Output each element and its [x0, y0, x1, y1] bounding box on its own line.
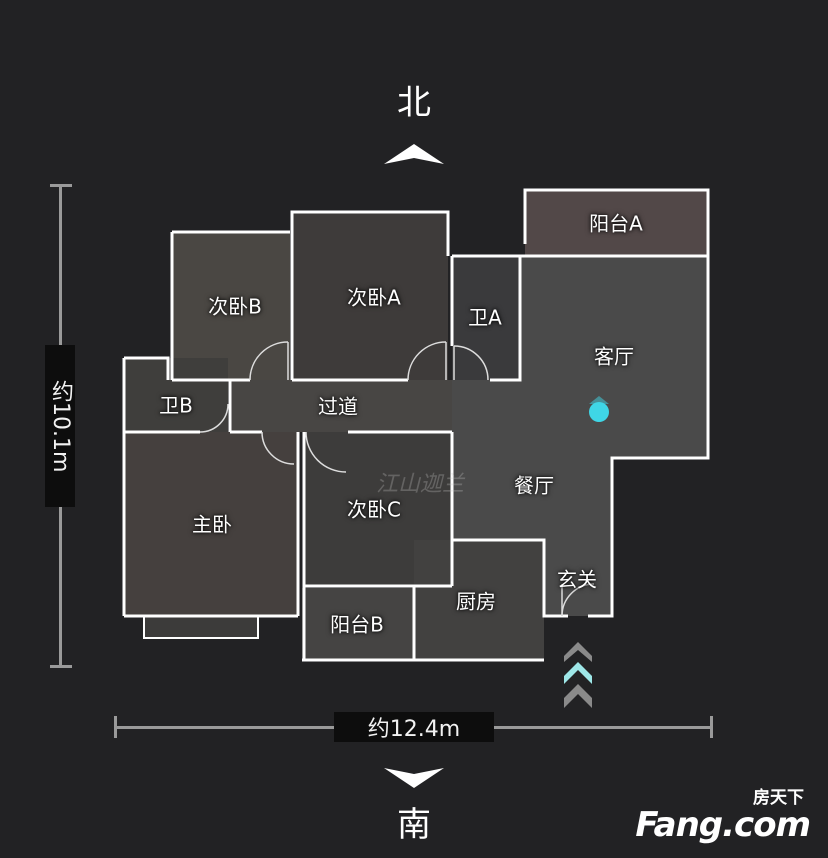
south-arrow-icon [384, 768, 444, 788]
walls [122, 188, 710, 662]
room-label-bath-b: 卫B [159, 393, 193, 418]
room-label-kitchen: 厨房 [456, 589, 496, 614]
entrance-arrow-icon [564, 642, 592, 708]
room-label-master: 主卧 [192, 512, 232, 537]
location-marker-icon [589, 396, 609, 422]
height-dimension-label: 约10.1m [45, 345, 75, 507]
north-label: 北 [397, 83, 431, 123]
north-arrow-icon [384, 144, 444, 164]
room-label-bedroom-b: 次卧B [208, 294, 262, 319]
room-label-living: 客厅 [594, 344, 634, 369]
door-swings [199, 341, 595, 617]
room-label-balcony-a: 阳台A [589, 211, 643, 236]
watermark-text: 江山迦兰 [375, 472, 465, 497]
south-label: 南 [397, 805, 431, 845]
room-label-corridor: 过道 [318, 394, 358, 419]
room-fills [124, 190, 708, 660]
logo-cn-text: 房天下 [753, 788, 804, 808]
room-label-entrance: 玄关 [557, 567, 597, 592]
height-dimension-cap-bottom [50, 665, 72, 668]
width-dimension-cap-right [710, 716, 713, 738]
room-label-bedroom-c: 次卧C [347, 497, 401, 522]
room-label-balcony-b: 阳台B [330, 612, 384, 637]
width-dimension-label: 约12.4m [334, 712, 494, 742]
room-label-dining: 餐厅 [514, 473, 554, 498]
room-label-bedroom-a: 次卧A [347, 285, 401, 310]
room-label-bath-a: 卫A [468, 305, 502, 330]
logo-en-text: Fang.com [635, 805, 811, 845]
fang-logo: 房天下 Fang.com [635, 783, 811, 845]
